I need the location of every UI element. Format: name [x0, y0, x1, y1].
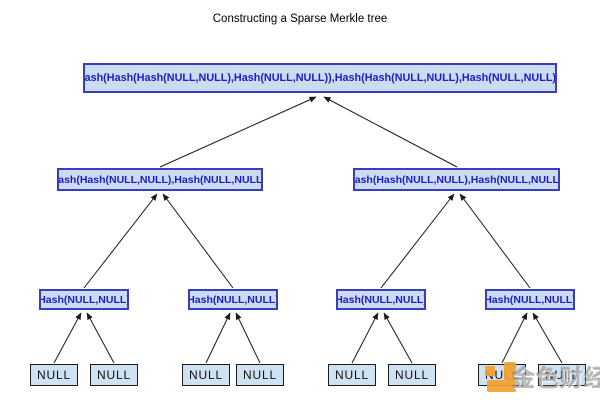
leaf-node-5: NULL [328, 364, 376, 386]
leaf-node-6: NULL [388, 364, 436, 386]
jinse-finance-logo-icon [485, 361, 518, 394]
logo-dot [485, 366, 495, 376]
edges-to-level2 [83, 193, 531, 289]
watermark: 金色财经 [485, 361, 600, 395]
tree-node-level3-4: Hash(NULL,NULL) [485, 289, 575, 310]
tree-node-level2-right: Hash(Hash(NULL,NULL),Hash(NULL,NULL)) [353, 168, 560, 191]
watermark-text: 金色财经 [512, 365, 600, 391]
diagram-title: Constructing a Sparse Merkle tree [212, 13, 388, 25]
leaf-node-3: NULL [182, 364, 230, 386]
edges-to-level3 [53, 312, 563, 364]
tree-node-level3-1: Hash(NULL,NULL) [39, 289, 129, 310]
leaf-node-1: NULL [30, 364, 78, 386]
tree-node-level3-3: Hash(NULL,NULL) [336, 289, 426, 310]
tree-node-level2-left: Hash(Hash(NULL,NULL),Hash(NULL,NULL)) [57, 168, 263, 191]
leaf-node-2: NULL [90, 364, 138, 386]
edges-to-root [159, 96, 458, 168]
leaf-node-4: NULL [236, 364, 284, 386]
leaf-node-8: NULL [538, 364, 586, 386]
tree-node-level3-2: Hash(NULL,NULL) [188, 289, 278, 310]
tree-node-root: Hash(Hash(Hash(NULL,NULL),Hash(NULL,NULL… [83, 63, 557, 93]
logo-bar-bottom [487, 380, 516, 392]
